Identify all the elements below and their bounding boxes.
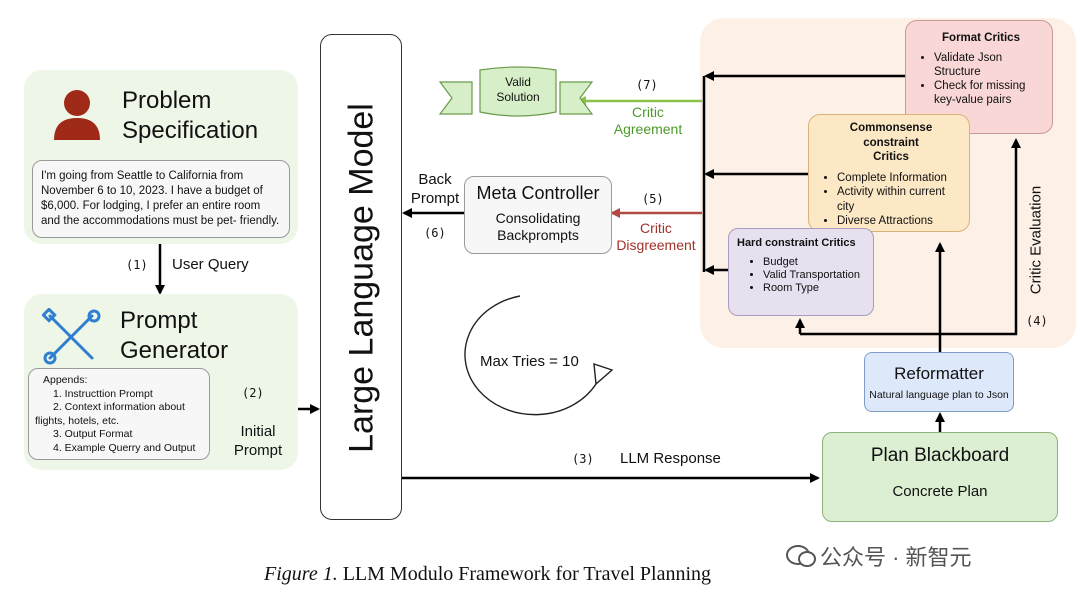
user-query-number: (1): [126, 258, 148, 272]
commonsense-critic-item: Activity within current city: [837, 185, 961, 214]
append-item: 4. Example Querry and Output: [53, 441, 196, 454]
figure-caption-label: Figure 1.: [264, 563, 338, 585]
large-language-model-box: Large Language Model: [320, 34, 402, 520]
commonsense-critics-title: Commonsense constraint Critics: [849, 122, 933, 163]
format-critic-item: Check for missing key-value pairs: [934, 79, 1044, 107]
problem-spec-text: I'm going from Seattle to California fro…: [32, 160, 290, 238]
figure-caption-text: LLM Modulo Framework for Travel Planning: [337, 563, 712, 585]
prompt-generator-panel: Prompt Generator Appends: 1. Instructtio…: [24, 294, 298, 470]
critic-agreement-label: Critic Agreement: [613, 104, 683, 137]
max-tries-arrowhead: [593, 362, 614, 386]
reformatter-subtitle: Natural language plan to Json: [869, 389, 1009, 401]
plan-blackboard-title: Plan Blackboard: [870, 445, 1010, 466]
format-critic-item: Validate Json Structure: [934, 51, 1044, 79]
reformatter-box: Reformatter Natural language plan to Jso…: [864, 352, 1014, 412]
plan-blackboard-box: Plan Blackboard Concrete Plan: [822, 432, 1058, 522]
appends-heading: Appends:: [43, 374, 88, 386]
reformatter-title: Reformatter: [894, 364, 984, 383]
valid-solution-label: Valid Solution: [496, 75, 540, 104]
commonsense-critics-box: Commonsense constraint Critics Complete …: [808, 114, 970, 232]
problem-specification-panel: Problem Specification I'm going from Sea…: [24, 70, 298, 244]
meta-controller-subtitle: Consolidating Backprompts: [495, 210, 581, 243]
append-item: 1. Instructtion Prompt: [53, 387, 153, 400]
append-item: flights, hotels, etc.: [35, 414, 120, 427]
commonsense-critic-item: Diverse Attractions: [837, 214, 961, 229]
hard-critics-box: Hard constraint Critics Budget Valid Tra…: [728, 228, 874, 316]
hard-critic-item: Valid Transportation: [763, 269, 865, 282]
append-item: 3. Output Format: [53, 428, 133, 440]
llm-response-number: (3): [572, 452, 594, 466]
critic-evaluation-number: (4): [1026, 314, 1048, 328]
arrow-to-format-critics: [800, 138, 1021, 336]
person-icon: [54, 90, 100, 140]
figure-caption: Figure 1. LLM Modulo Framework for Trave…: [264, 563, 711, 586]
watermark: 公众号 · 新智元: [786, 540, 972, 574]
hard-critics-title: Hard constraint Critics: [737, 237, 856, 249]
commonsense-critic-item: Complete Information: [837, 171, 961, 186]
hard-critic-item: Room Type: [763, 282, 865, 295]
initial-prompt-number: (2): [242, 386, 264, 400]
meta-controller-box: Meta Controller Consolidating Backprompt…: [464, 176, 612, 254]
back-prompt-number: (6): [424, 226, 446, 240]
format-critics-title: Format Critics: [942, 32, 1020, 44]
critic-evaluation-label: Critic Evaluation: [1027, 185, 1045, 295]
problem-spec-title: Problem Specification: [122, 87, 259, 144]
max-tries-label: Max Tries = 10: [480, 353, 579, 370]
watermark-text: 公众号 · 新智元: [820, 545, 972, 570]
critic-disagreement-label: Critic Disgreement: [616, 220, 696, 253]
llm-label: Large Language Model: [342, 103, 381, 453]
appends-list-card: Appends: 1. Instructtion Prompt 2. Conte…: [28, 368, 210, 460]
plan-blackboard-subtitle: Concrete Plan: [892, 483, 988, 500]
tools-icon: [42, 308, 101, 365]
llm-response-label: LLM Response: [620, 450, 721, 467]
hard-critic-item: Budget: [763, 256, 865, 269]
user-query-label: User Query: [172, 256, 249, 273]
valid-solution-ribbon: [438, 66, 594, 117]
critic-agreement-number: (7): [636, 78, 658, 92]
prompt-generator-title: Prompt Generator: [120, 307, 229, 364]
critic-disagreement-number: (5): [642, 192, 664, 206]
chat-bubble-icon: [786, 544, 816, 574]
meta-controller-title: Meta Controller: [476, 183, 600, 203]
max-tries-loop: [464, 295, 597, 416]
back-prompt-label: Back Prompt: [410, 171, 460, 207]
append-item: 2. Context information about: [53, 401, 185, 413]
initial-prompt-label: Initial Prompt: [233, 423, 283, 459]
